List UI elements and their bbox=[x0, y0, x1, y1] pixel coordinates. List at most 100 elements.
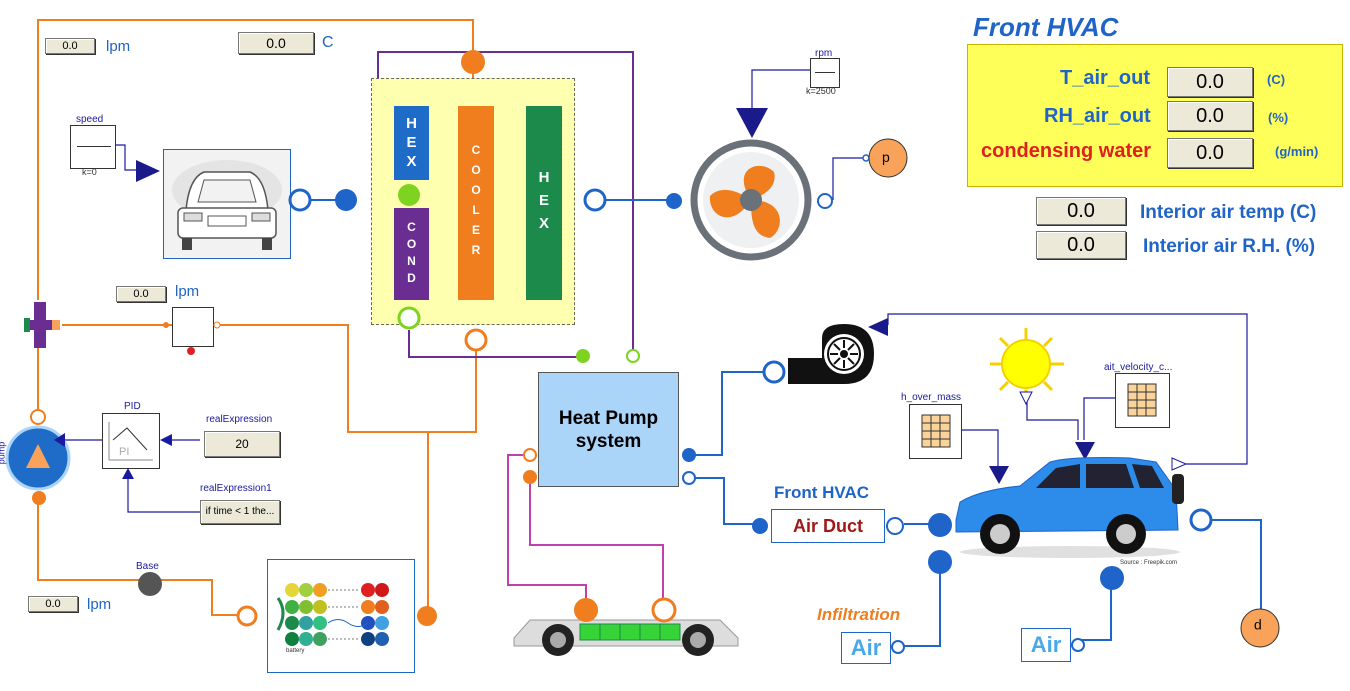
base-label: Base bbox=[136, 561, 159, 572]
cond-text: COND bbox=[404, 220, 419, 288]
top-lpm-display: 0.0 bbox=[45, 38, 95, 54]
top-c-unit: C bbox=[322, 34, 334, 51]
infiltration-port bbox=[928, 550, 952, 574]
exchanger-ports bbox=[397, 50, 488, 352]
pid-output-arrow-icon bbox=[54, 433, 65, 447]
pump-bottom-port bbox=[32, 491, 46, 505]
air-port-left bbox=[288, 188, 357, 212]
ev-chassis-icon[interactable] bbox=[510, 594, 742, 660]
pid-setpoint-arrow-icon bbox=[122, 468, 134, 479]
sun-icon[interactable] bbox=[988, 326, 1068, 416]
condensing-water-label: condensing water bbox=[981, 140, 1152, 162]
real-expr-label: realExpression bbox=[206, 414, 273, 425]
refrigerant-ports bbox=[576, 349, 640, 363]
air-left-text: Air bbox=[850, 635, 882, 660]
hvac-panel bbox=[967, 44, 1343, 187]
base-ground-icon[interactable] bbox=[136, 570, 164, 598]
cabin-port bbox=[1100, 566, 1124, 590]
air-right-text: Air bbox=[1030, 632, 1062, 657]
infiltration-label: Infiltration bbox=[817, 605, 901, 624]
air-right-port bbox=[1071, 638, 1085, 652]
air-duct-text: Air Duct bbox=[792, 515, 863, 536]
hex-right-text: HEX bbox=[535, 168, 553, 238]
air-duct-block[interactable]: Air Duct bbox=[771, 509, 885, 543]
blower-icon[interactable] bbox=[760, 318, 880, 392]
speed-label: speed bbox=[76, 114, 104, 125]
heat-pump-right-ports bbox=[682, 448, 696, 485]
pressure-sensor-bottom[interactable] bbox=[1238, 606, 1284, 650]
air-velocity-block[interactable] bbox=[1115, 373, 1170, 428]
speed-k: k=0 bbox=[82, 167, 97, 177]
air-source-right[interactable]: Air bbox=[1021, 628, 1071, 662]
bottom-lpm-display: 0.0 bbox=[28, 596, 78, 612]
battery-right-port bbox=[417, 606, 437, 626]
fan-icon[interactable] bbox=[690, 138, 812, 262]
rpm-block[interactable] bbox=[810, 58, 840, 88]
cooler-block[interactable]: COOLER bbox=[458, 106, 494, 300]
hex-left-block[interactable]: HEX bbox=[394, 106, 429, 180]
vehicle-right-port bbox=[1189, 508, 1213, 532]
pid-inner: PI bbox=[119, 446, 130, 458]
real-expr-value[interactable]: 20 bbox=[204, 431, 280, 457]
rpm-arrow-icon bbox=[736, 108, 768, 138]
pump-top-port bbox=[30, 409, 46, 425]
h-over-mass-label: h_over_mass bbox=[901, 392, 962, 403]
h-over-mass-block[interactable] bbox=[909, 404, 962, 459]
p-top-label: p bbox=[882, 149, 890, 165]
air-duct-in-port bbox=[752, 518, 768, 534]
battery-cells-icon bbox=[276, 583, 389, 646]
hvac-panel-title: Front HVAC bbox=[973, 12, 1119, 42]
rh-air-out-display: 0.0 bbox=[1167, 101, 1253, 131]
air-left-port bbox=[891, 640, 905, 654]
hex-left-text: HEX bbox=[403, 114, 420, 172]
top-lpm-unit: lpm bbox=[106, 38, 131, 55]
cooler-text: COOLER bbox=[469, 143, 483, 263]
blower-input-arrow-icon bbox=[868, 318, 888, 336]
t-air-out-label: T_air_out bbox=[1060, 67, 1151, 89]
p-bottom-label: p bbox=[1254, 619, 1262, 635]
rpm-label: rpm bbox=[815, 48, 833, 59]
air-velocity-label: ait_velocity_c... bbox=[1104, 362, 1173, 373]
source-credit: Source : Freepik.com bbox=[1120, 560, 1178, 566]
cond-block[interactable]: COND bbox=[394, 208, 429, 300]
bottom-lpm-unit: lpm bbox=[87, 596, 112, 613]
condensing-water-display: 0.0 bbox=[1167, 138, 1253, 168]
valve-icon[interactable] bbox=[20, 298, 68, 354]
t-air-out-unit: (C) bbox=[1267, 72, 1286, 87]
interior-temp-display: 0.0 bbox=[1036, 197, 1126, 225]
vehicle-side-image[interactable] bbox=[950, 450, 1190, 562]
heat-pump-block[interactable]: Heat Pump system bbox=[538, 372, 679, 487]
car-front-icon bbox=[172, 160, 282, 250]
speed-block[interactable] bbox=[70, 125, 116, 169]
air-port-right bbox=[583, 188, 682, 212]
pump-icon[interactable] bbox=[4, 420, 74, 496]
battery-label: battery bbox=[286, 648, 305, 654]
speed-arrow-icon bbox=[136, 160, 160, 182]
t-air-out-display: 0.0 bbox=[1167, 67, 1253, 97]
fan-port bbox=[817, 193, 833, 209]
flow-sensor-block[interactable] bbox=[172, 307, 214, 347]
air-source-left[interactable]: Air bbox=[841, 632, 891, 664]
real-expr1-value[interactable]: if time < 1 the... bbox=[200, 500, 280, 524]
condensing-water-unit: (g/min) bbox=[1275, 144, 1319, 159]
pressure-sensor-top[interactable] bbox=[856, 136, 912, 180]
battery-port bbox=[236, 605, 258, 627]
interior-rh-display: 0.0 bbox=[1036, 231, 1126, 259]
interior-rh-label: Interior air R.H. (%) bbox=[1143, 236, 1316, 257]
real-expr1-label: realExpression1 bbox=[200, 483, 272, 494]
table-icon bbox=[921, 414, 951, 448]
table-icon bbox=[1127, 383, 1157, 417]
pid-block[interactable]: PI bbox=[102, 413, 160, 469]
heat-pump-left-ports bbox=[523, 448, 537, 484]
top-c-display: 0.0 bbox=[238, 32, 314, 54]
pid-input-arrow-icon bbox=[160, 434, 172, 446]
pump-label: pump bbox=[0, 441, 7, 465]
mid-lpm-unit: lpm bbox=[175, 283, 200, 300]
vehicle-front-image[interactable] bbox=[163, 149, 291, 259]
air-duct-out-ports bbox=[886, 513, 952, 537]
rpm-k: k=2500 bbox=[806, 86, 836, 96]
battery-module[interactable]: battery bbox=[267, 559, 415, 673]
front-hvac-label: Front HVAC bbox=[774, 483, 870, 502]
mid-lpm-display: 0.0 bbox=[116, 286, 166, 302]
hex-right-block[interactable]: HEX bbox=[526, 106, 562, 300]
